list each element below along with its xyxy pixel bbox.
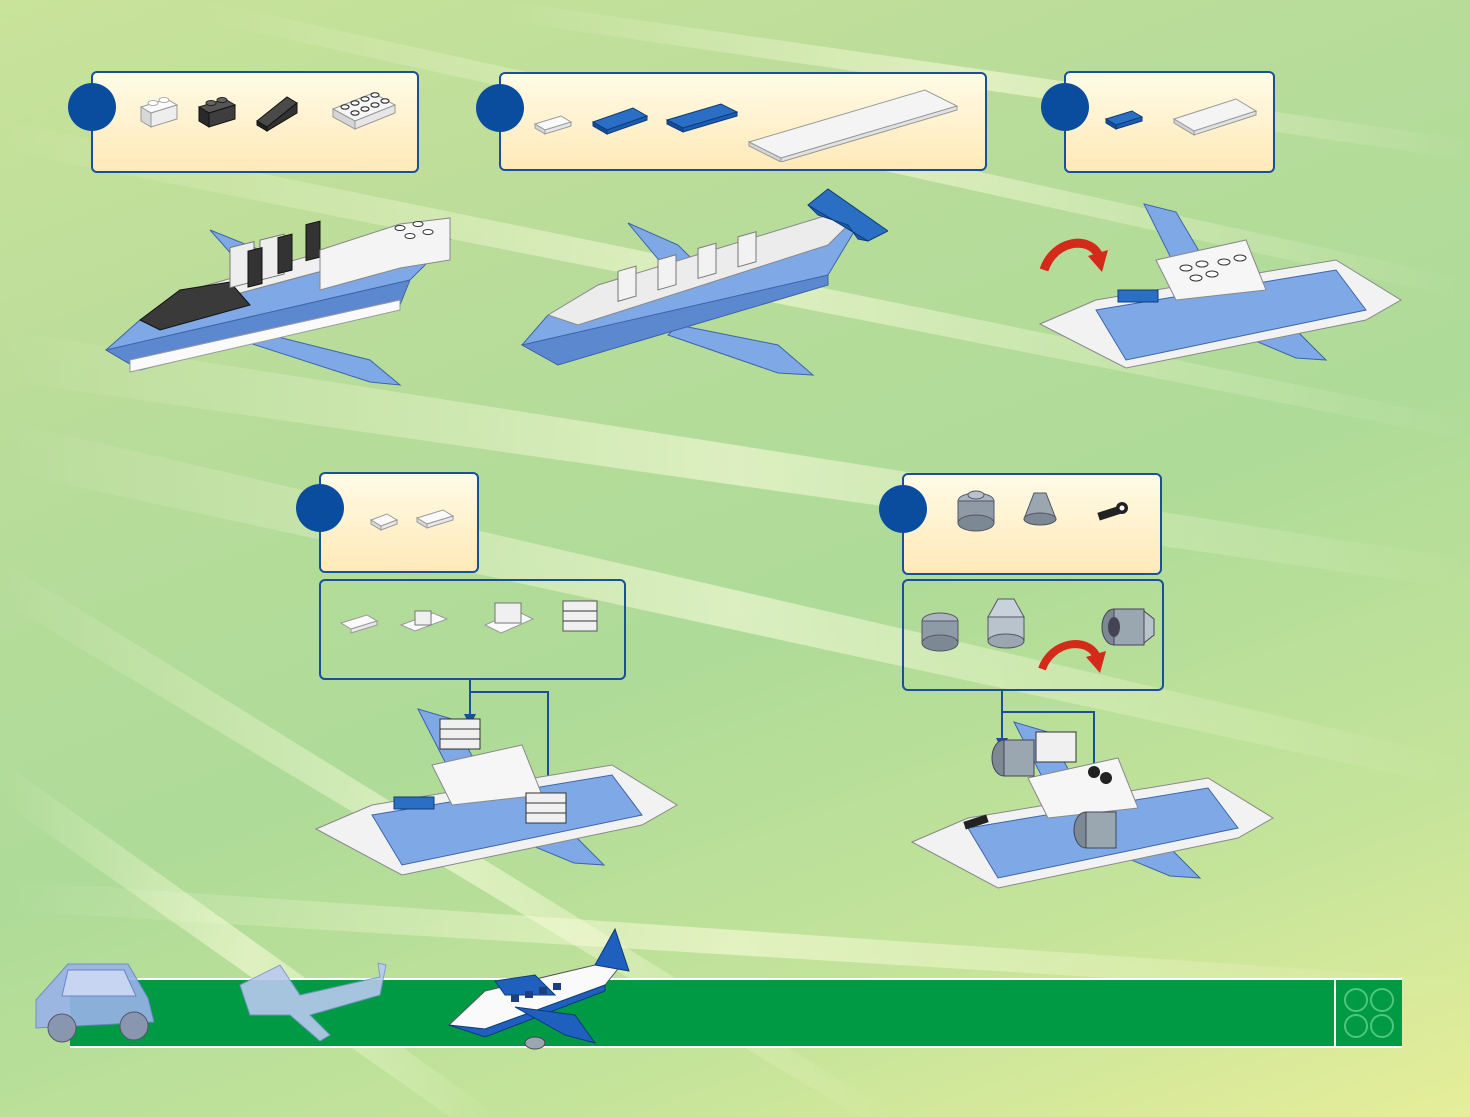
parts-panel-step-b <box>499 72 987 171</box>
sub-step-1-icon <box>337 609 381 637</box>
jet-nose-assembly-model <box>100 210 460 390</box>
step-number-badge-a <box>68 83 116 131</box>
grey-round-brick-icon <box>954 487 998 533</box>
parts-panel-step-c <box>1064 71 1275 173</box>
jet-model-icon <box>445 925 635 1050</box>
sub-step-2-icon <box>397 603 451 639</box>
engine-assembled-icon <box>1098 603 1158 649</box>
grey-cone-icon <box>1020 489 1060 529</box>
jet-fuselage-assembly-model <box>518 185 888 380</box>
white-plate-1x2-icon <box>531 112 575 138</box>
white-plate-2x12-icon <box>745 82 961 162</box>
car-model-icon <box>28 950 158 1046</box>
sub-step-3-icon <box>481 597 537 641</box>
parts-panel-step-e <box>902 473 1162 575</box>
black-clip-icon <box>1094 499 1134 525</box>
white-plate-1x2-icon <box>413 506 457 532</box>
parts-panel-step-a <box>91 71 419 173</box>
sub-step-4-icon <box>553 595 609 643</box>
parts-panel-step-d <box>319 472 479 573</box>
white-plate-1x6-icon <box>1170 93 1262 137</box>
blue-plate-1x2-icon <box>1102 107 1146 133</box>
engine-part-1-icon <box>918 607 962 653</box>
white-plate-2x4-icon <box>329 87 399 133</box>
jet-wing-parts-model <box>312 705 680 883</box>
sub-assembly-panel-e <box>902 579 1164 691</box>
step-number-badge-d <box>296 484 344 532</box>
sub-assembly-panel-d <box>319 579 626 680</box>
step-number-badge-e <box>879 485 927 533</box>
page-number-box <box>1334 980 1402 1046</box>
plane-model-icon <box>230 955 390 1049</box>
engine-part-2-icon <box>984 595 1028 651</box>
jet-engine-mount-model <box>908 718 1276 893</box>
jet-wing-underside-model <box>1036 200 1404 375</box>
step-number-badge-c <box>1041 83 1089 131</box>
blue-plate-1x4-icon <box>663 100 743 138</box>
white-plate-1x1-icon <box>367 510 401 532</box>
step-number-badge-b <box>476 84 524 132</box>
blue-plate-1x4-icon <box>589 104 653 138</box>
white-brick-1x2-icon <box>137 93 181 129</box>
brick-studs-icon <box>1341 985 1397 1041</box>
black-slope-icon <box>253 91 303 133</box>
black-brick-1x2-icon <box>195 93 239 129</box>
